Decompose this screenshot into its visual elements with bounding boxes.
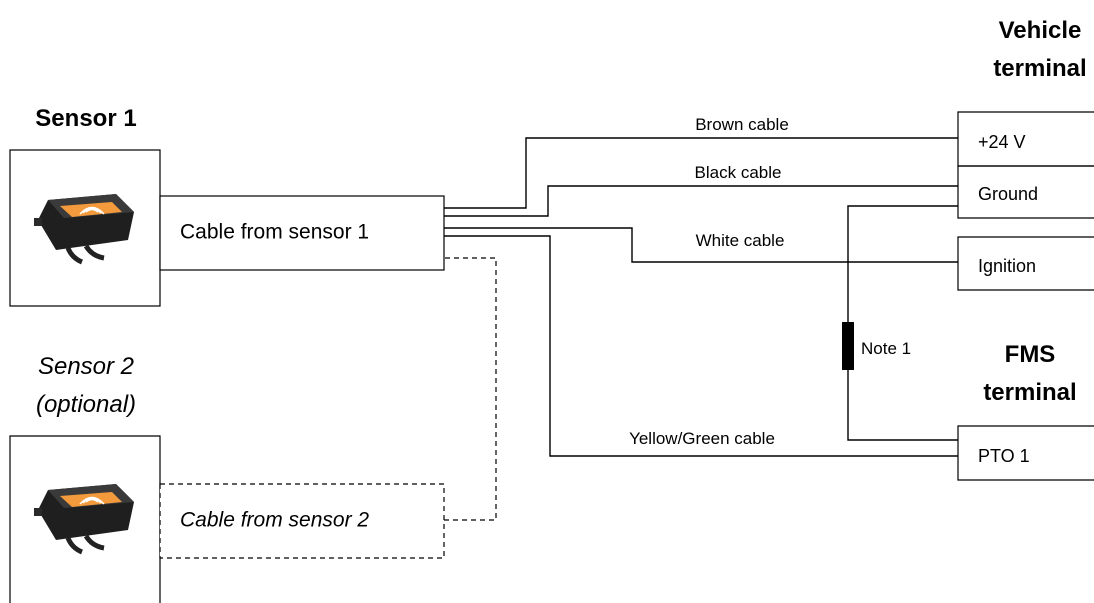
fms-terminal-title-line1: FMS xyxy=(1005,341,1056,368)
fms-terminal-title-line2: terminal xyxy=(983,379,1076,406)
brown-cable-label: Brown cable xyxy=(695,115,789,134)
white-cable-label: White cable xyxy=(696,231,785,250)
sensor1-title: Sensor 1 xyxy=(35,105,136,132)
cable-from-sensor2-box xyxy=(159,483,445,559)
terminal-24v: +24 V xyxy=(957,111,1094,167)
yellow-green-cable: Yellow/Green cable xyxy=(444,235,958,457)
vehicle-terminal-title-line2: terminal xyxy=(993,55,1086,82)
brown-cable: Brown cable xyxy=(444,115,958,209)
terminal-pto1-label: PTO 1 xyxy=(978,446,1030,466)
vehicle-terminal-title-line1: Vehicle xyxy=(999,17,1082,44)
terminal-ground-label: Ground xyxy=(978,184,1038,204)
terminal-ignition: Ignition xyxy=(957,236,1094,291)
note1-component xyxy=(842,322,854,370)
cable-from-sensor2-label: Cable from sensor 2 xyxy=(180,509,369,532)
black-cable-label: Black cable xyxy=(695,163,782,182)
terminal-pto1: PTO 1 xyxy=(957,425,1094,481)
sensor2-optional-link xyxy=(444,257,497,521)
cable-from-sensor1-box xyxy=(159,195,445,271)
terminal-24v-label: +24 V xyxy=(978,132,1026,152)
sensor2-title-line2: (optional) xyxy=(36,391,136,418)
cable-from-sensor1-label: Cable from sensor 1 xyxy=(180,221,369,244)
note1-label: Note 1 xyxy=(861,339,911,358)
terminal-ground: Ground xyxy=(957,165,1094,219)
white-cable: White cable xyxy=(444,227,958,263)
black-cable: Black cable xyxy=(444,163,958,217)
terminal-ignition-label: Ignition xyxy=(978,256,1036,276)
ground-pto-link: Note 1 xyxy=(842,205,958,441)
yellow-green-cable-label: Yellow/Green cable xyxy=(629,429,775,448)
sensor2-title-line1: Sensor 2 xyxy=(38,353,134,380)
